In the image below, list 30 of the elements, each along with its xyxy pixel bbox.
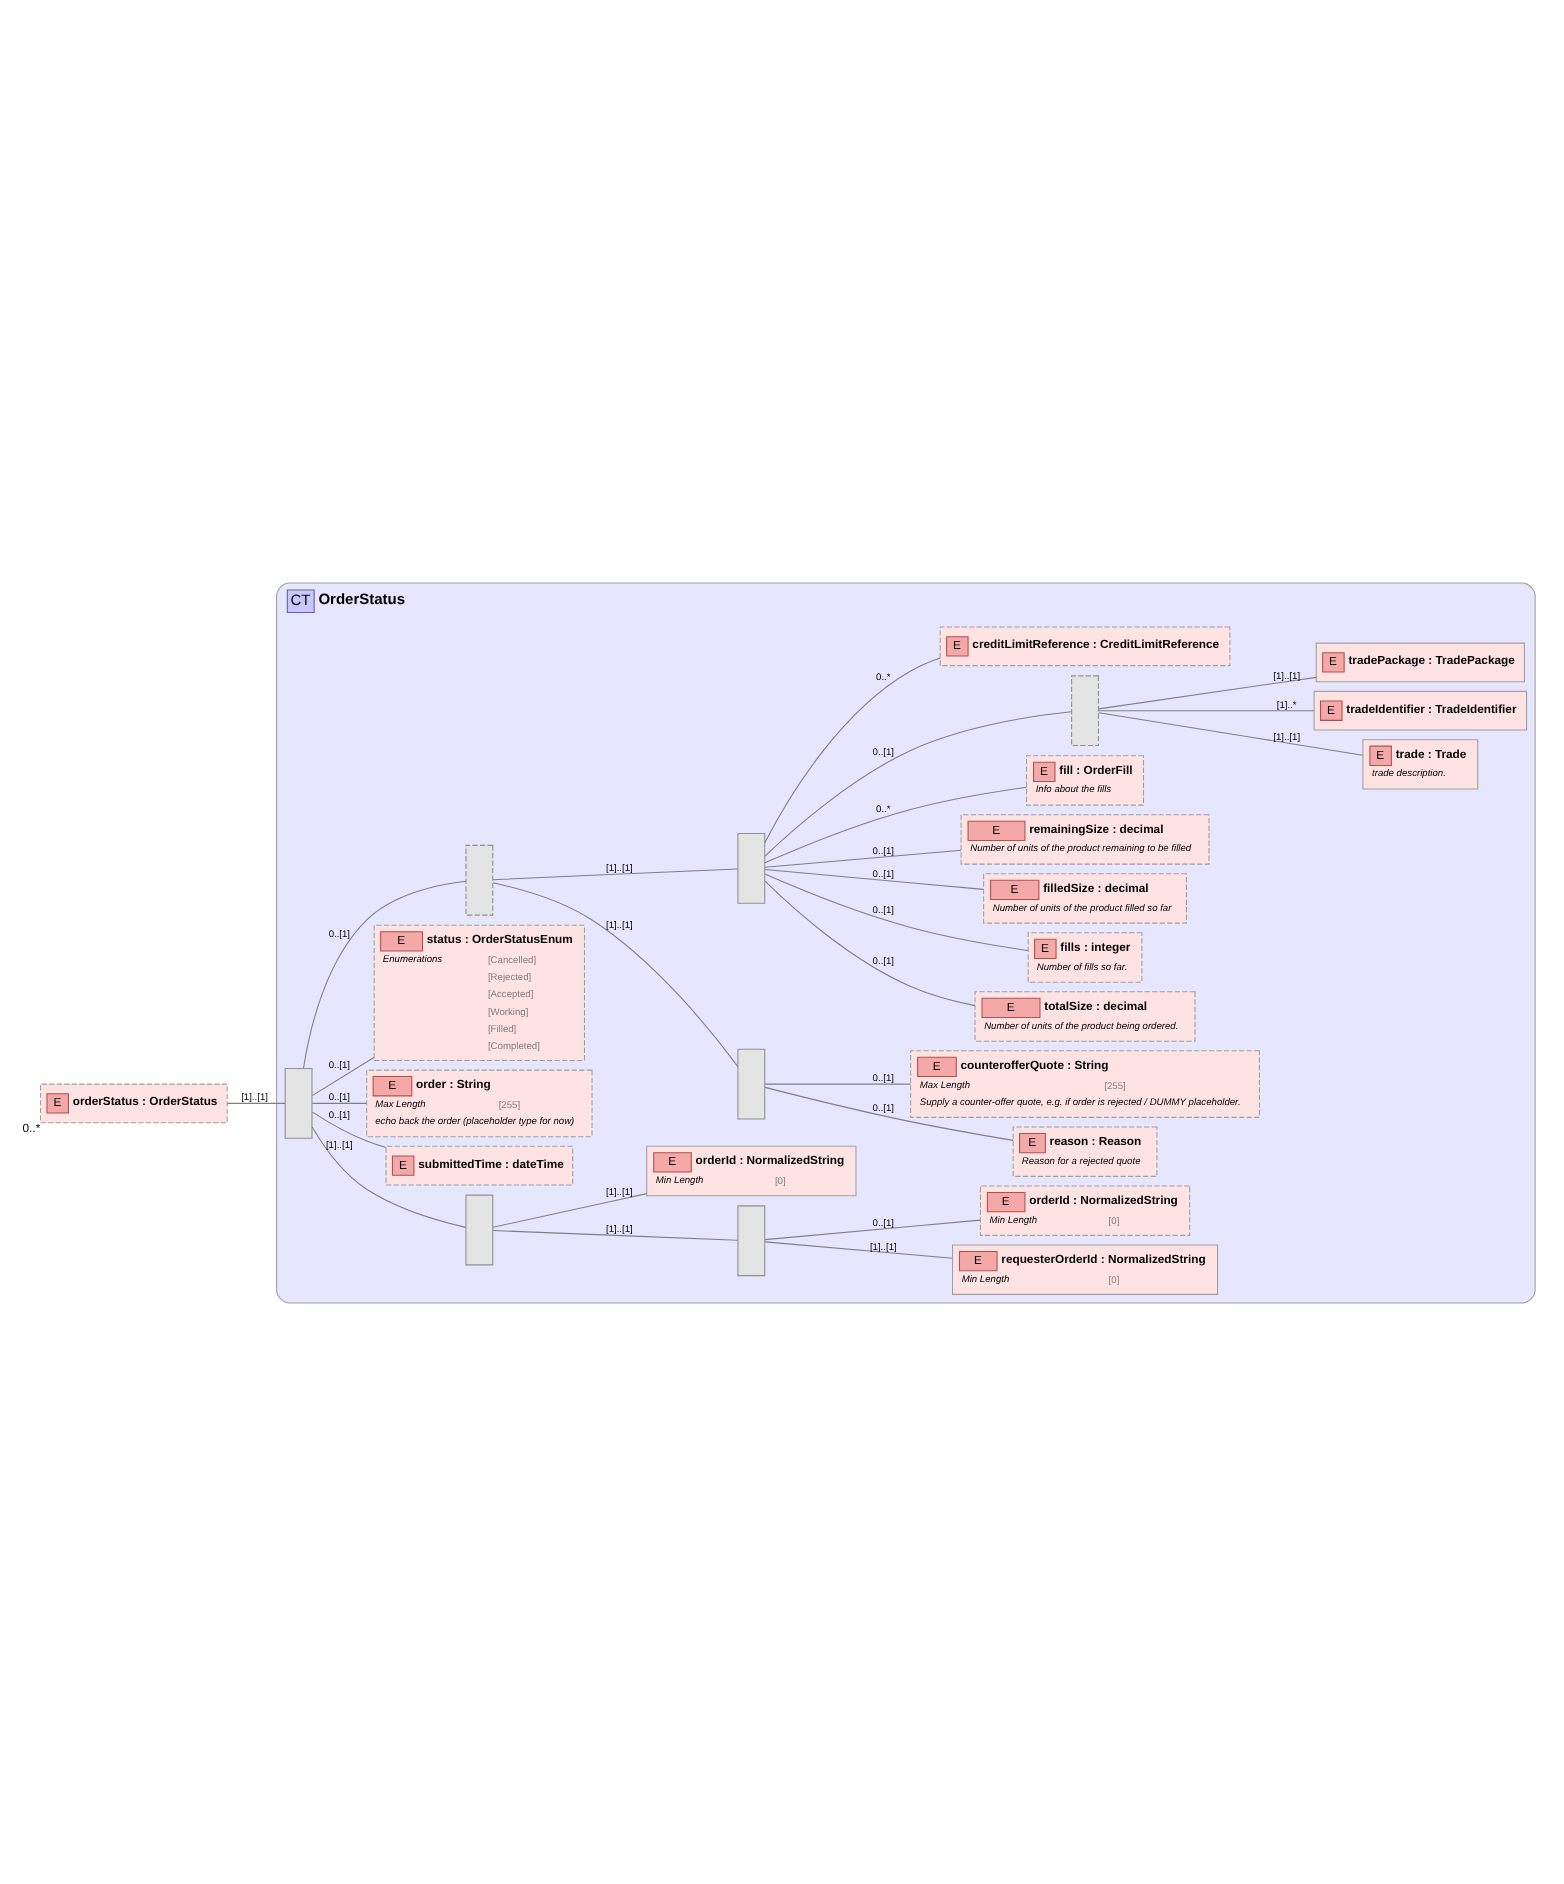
node-box (736, 832, 765, 903)
connector (310, 1101, 367, 1103)
connector (763, 1218, 980, 1240)
connector (310, 1125, 466, 1227)
connector (491, 881, 738, 1067)
connector (763, 848, 961, 867)
connector (763, 868, 983, 889)
node-box (283, 1067, 312, 1138)
connector (302, 879, 466, 1068)
connector (226, 1101, 285, 1103)
connector (491, 867, 738, 880)
connector (1097, 709, 1314, 711)
connector (491, 1228, 738, 1240)
connector (763, 1240, 952, 1258)
node-box (1070, 674, 1098, 746)
node-box (736, 1047, 765, 1119)
connector (763, 879, 975, 1006)
connector (491, 1192, 647, 1227)
connector (763, 1082, 910, 1084)
connector (310, 1055, 374, 1096)
connector (310, 1110, 386, 1147)
connector (763, 656, 940, 843)
connector (1097, 675, 1316, 709)
node-box (464, 843, 493, 915)
connector (763, 1085, 1013, 1140)
node-box (464, 1193, 493, 1265)
node-box (736, 1204, 765, 1276)
connector (763, 872, 1028, 950)
connector (1097, 711, 1363, 755)
connector (763, 710, 1071, 856)
